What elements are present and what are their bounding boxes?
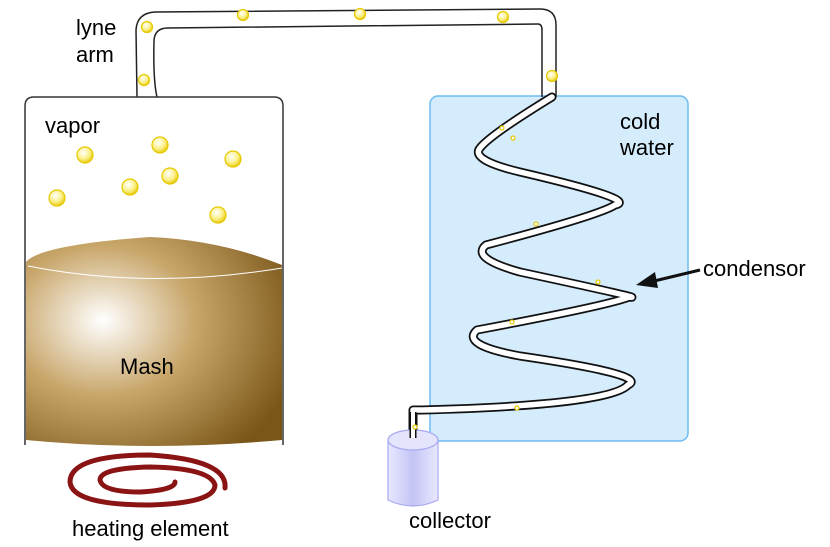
- condensing-droplet: [412, 424, 418, 430]
- condensing-droplet: [533, 221, 539, 227]
- lyne-arm-label-line1: lyne: [76, 15, 116, 40]
- collector-vessel: [387, 429, 439, 507]
- vapor-bubble: [151, 136, 169, 154]
- vapor-bubble: [121, 178, 139, 196]
- vapor-bubble: [161, 167, 179, 185]
- condensing-droplet: [595, 279, 601, 285]
- cold-water-label-line2: water: [619, 135, 674, 160]
- condensor-label: condensor: [703, 256, 806, 281]
- vapor-bubble: [224, 150, 242, 168]
- mash-label: Mash: [120, 354, 174, 379]
- vapor-bubble: [209, 206, 227, 224]
- vapor-bubble: [137, 73, 151, 87]
- vapor-bubble: [353, 7, 367, 21]
- vapor-bubbles: [48, 7, 601, 430]
- vapor-bubble: [140, 20, 154, 34]
- vapor-bubble: [76, 146, 94, 164]
- vapor-bubble: [545, 69, 559, 83]
- lyne-arm: [135, 8, 557, 98]
- condensor-arrow: [636, 268, 701, 288]
- vapor-bubble: [236, 8, 250, 22]
- vapor-label: vapor: [45, 113, 100, 138]
- heating-element-coil: [67, 452, 228, 508]
- vapor-bubble: [496, 10, 510, 24]
- condensing-droplet: [510, 135, 516, 141]
- condensing-droplet: [509, 319, 515, 325]
- mash: [26, 237, 282, 446]
- cold-water-label-line1: cold: [620, 109, 660, 134]
- vapor-bubble: [48, 189, 66, 207]
- collector-label: collector: [409, 508, 491, 533]
- lyne-arm-label-line2: arm: [76, 42, 114, 67]
- heating-element-label: heating element: [72, 516, 229, 541]
- mash-surface-line: [27, 265, 283, 280]
- condensing-droplet: [514, 405, 520, 411]
- condensing-droplet: [499, 125, 505, 131]
- condensor-coil: [408, 92, 637, 437]
